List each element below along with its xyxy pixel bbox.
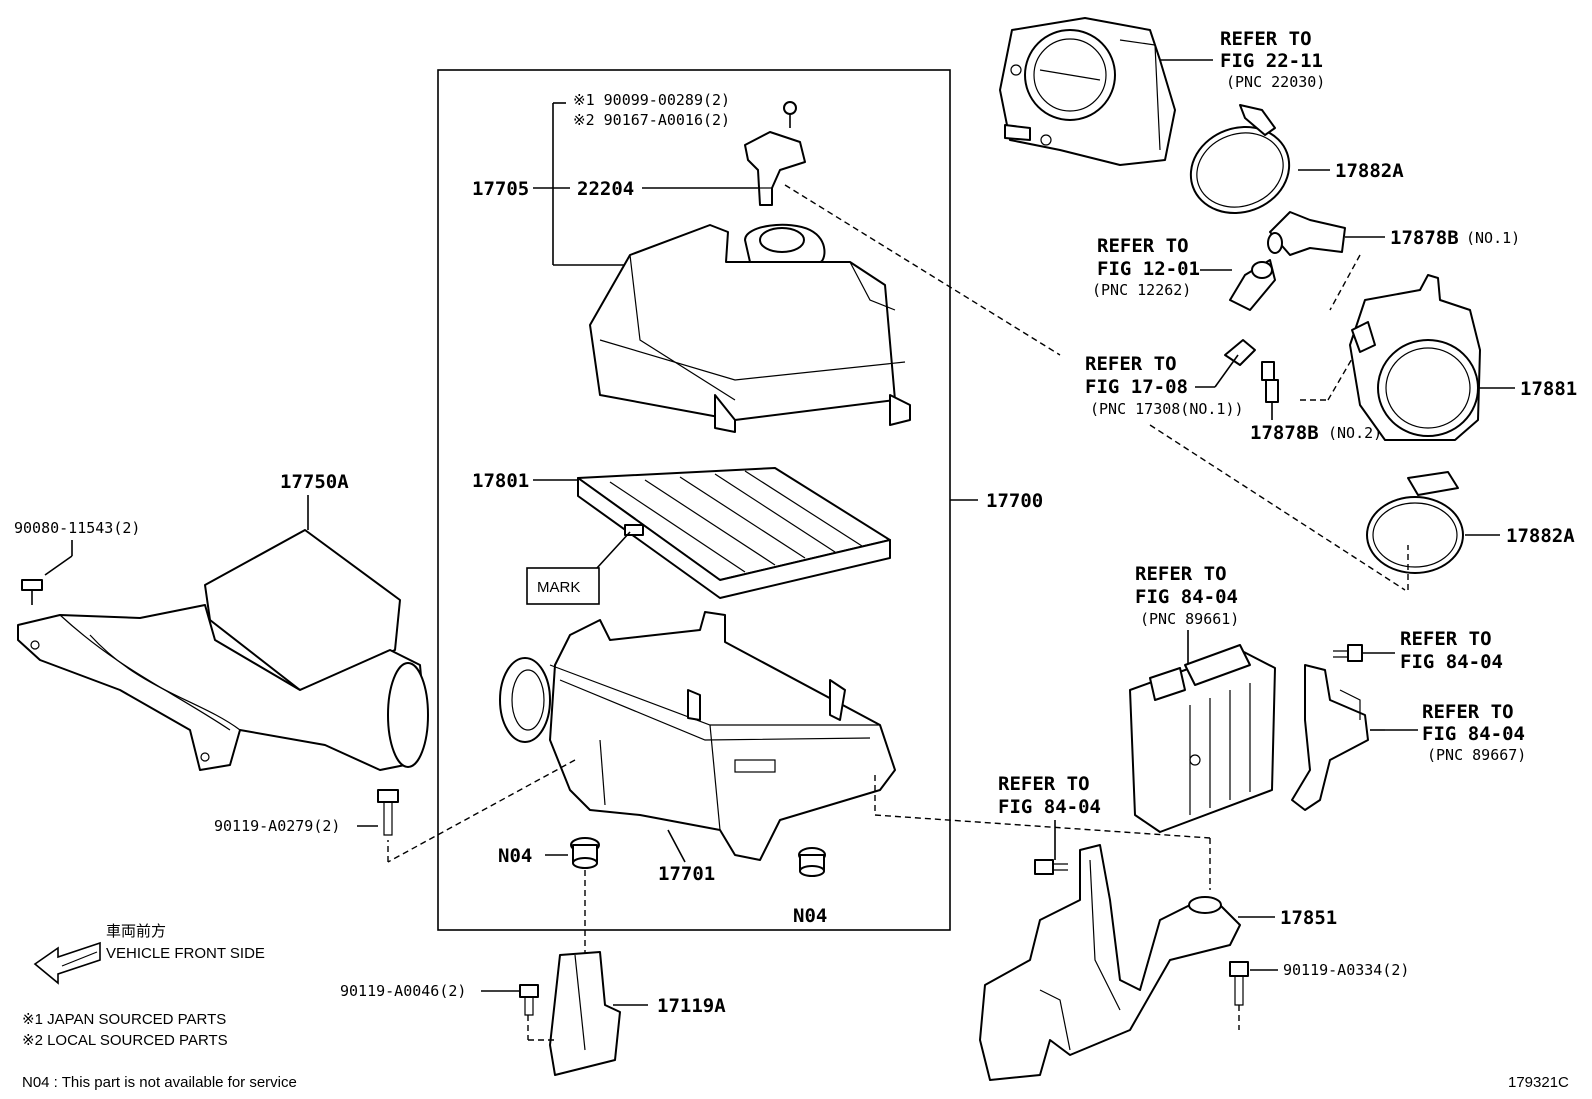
label-17878b-no1-sub[interactable]: (NO.1) (1466, 229, 1520, 247)
grommet-icon-left (570, 837, 600, 869)
ref-89667-line1[interactable]: REFER TO (1422, 701, 1514, 723)
label-17750a[interactable]: 17750A (280, 471, 349, 493)
label-17705[interactable]: 17705 (472, 178, 529, 200)
breather-tube-icon (1229, 259, 1276, 311)
label-17882a-bottom[interactable]: 17882A (1506, 525, 1575, 547)
ref-89661-line1[interactable]: REFER TO (1135, 563, 1227, 585)
ref-89667-line3[interactable]: (PNC 89667) (1427, 746, 1526, 764)
label-mark[interactable]: MARK (537, 579, 580, 596)
label-17801[interactable]: 17801 (472, 470, 529, 492)
label-22204[interactable]: 22204 (577, 178, 634, 200)
label-17878b-no2-sub[interactable]: (NO.2) (1328, 424, 1382, 442)
label-17881[interactable]: 17881 (1520, 378, 1577, 400)
air-cleaner-case-icon (499, 611, 896, 861)
figure-code[interactable]: 179321C (1508, 1074, 1569, 1091)
bolt-icon-17851 (1034, 859, 1068, 875)
label-front-en[interactable]: VEHICLE FRONT SIDE (106, 945, 265, 962)
intake-duct-icon (17, 529, 429, 771)
label-n04-left[interactable]: N04 (498, 845, 532, 867)
bolt-icon-90119-a0279 (377, 789, 399, 836)
ref-22-11-line3[interactable]: (PNC 22030) (1226, 73, 1325, 91)
ref-84-04-bolt-line1[interactable]: REFER TO (1400, 628, 1492, 650)
label-17700[interactable]: 17700 (986, 490, 1043, 512)
ref-84-04-bolt-line2[interactable]: FIG 84-04 (1400, 651, 1503, 673)
bracket-17851-icon (979, 844, 1241, 1081)
ref-84-04-lower-line2[interactable]: FIG 84-04 (998, 796, 1101, 818)
bracket-17119a-icon (549, 951, 621, 1076)
bolt-icon-ecu-bracket (1333, 644, 1363, 662)
ref-17-08-line3[interactable]: (PNC 17308(NO.1)) (1090, 400, 1244, 418)
label-90119-a0334[interactable]: 90119-A0334(2) (1283, 961, 1409, 979)
ref-22-11-line2[interactable]: FIG 22-11 (1220, 50, 1323, 72)
mark-box (526, 567, 600, 605)
ref-22-11-line1[interactable]: REFER TO (1220, 28, 1312, 50)
label-17851[interactable]: 17851 (1280, 907, 1337, 929)
ref-17-08-line1[interactable]: REFER TO (1085, 353, 1177, 375)
note-japan-parts[interactable]: ※1 JAPAN SOURCED PARTS (22, 1011, 226, 1028)
screw-icon (783, 101, 797, 128)
label-17878b-no1[interactable]: 17878B (1390, 227, 1459, 249)
label-17882a-top[interactable]: 17882A (1335, 160, 1404, 182)
small-hose-icon (1224, 339, 1256, 366)
label-n04-right[interactable]: N04 (793, 905, 827, 927)
intake-connector-icon (1349, 274, 1481, 441)
grommet-icon-right (798, 847, 826, 877)
label-17878b-no2[interactable]: 17878B (1250, 422, 1319, 444)
ref-12-01-line2[interactable]: FIG 12-01 (1097, 258, 1200, 280)
ref-17-08-line2[interactable]: FIG 17-08 (1085, 376, 1188, 398)
airflow-sensor-icon (744, 131, 806, 206)
ref-89661-line2[interactable]: FIG 84-04 (1135, 586, 1238, 608)
label-90119-a0279[interactable]: 90119-A0279(2) (214, 817, 340, 835)
label-17701[interactable]: 17701 (658, 863, 715, 885)
ref-12-01-line1[interactable]: REFER TO (1097, 235, 1189, 257)
hose-clamp-bottom-icon (1366, 471, 1464, 574)
bolt-icon-90080 (21, 579, 43, 605)
label-90119-a0046[interactable]: 90119-A0046(2) (340, 982, 466, 1000)
note-n04[interactable]: N04 : This part is not available for ser… (22, 1074, 297, 1091)
vacuum-fitting-icon (1261, 361, 1279, 403)
hose-clamp-top-icon (1189, 104, 1291, 215)
elbow-fitting-icon (1267, 211, 1346, 256)
bolt-icon-90119-a0334 (1229, 961, 1249, 1006)
air-cleaner-cap-icon (589, 223, 911, 433)
label-screw-japan[interactable]: ※1 90099-00289(2) (573, 91, 730, 109)
ref-84-04-lower-line1[interactable]: REFER TO (998, 773, 1090, 795)
label-screw-local[interactable]: ※2 90167-A0016(2) (573, 111, 730, 129)
bolt-icon-90119-a0046 (519, 984, 539, 1016)
ref-89661-line3[interactable]: (PNC 89661) (1140, 610, 1239, 628)
label-90080-11543[interactable]: 90080-11543(2) (14, 519, 140, 537)
ref-89667-line2[interactable]: FIG 84-04 (1422, 723, 1525, 745)
label-front-jp[interactable]: 車両前方 (106, 923, 166, 940)
ecu-bracket-icon (1291, 664, 1369, 811)
note-local-parts[interactable]: ※2 LOCAL SOURCED PARTS (22, 1032, 228, 1049)
label-17119a[interactable]: 17119A (657, 995, 726, 1017)
ecu-module-icon (1129, 644, 1276, 833)
throttle-body-icon (999, 17, 1176, 166)
air-filter-element-icon (577, 467, 891, 599)
ref-12-01-line3[interactable]: (PNC 12262) (1092, 281, 1191, 299)
front-arrow-icon (33, 941, 101, 985)
